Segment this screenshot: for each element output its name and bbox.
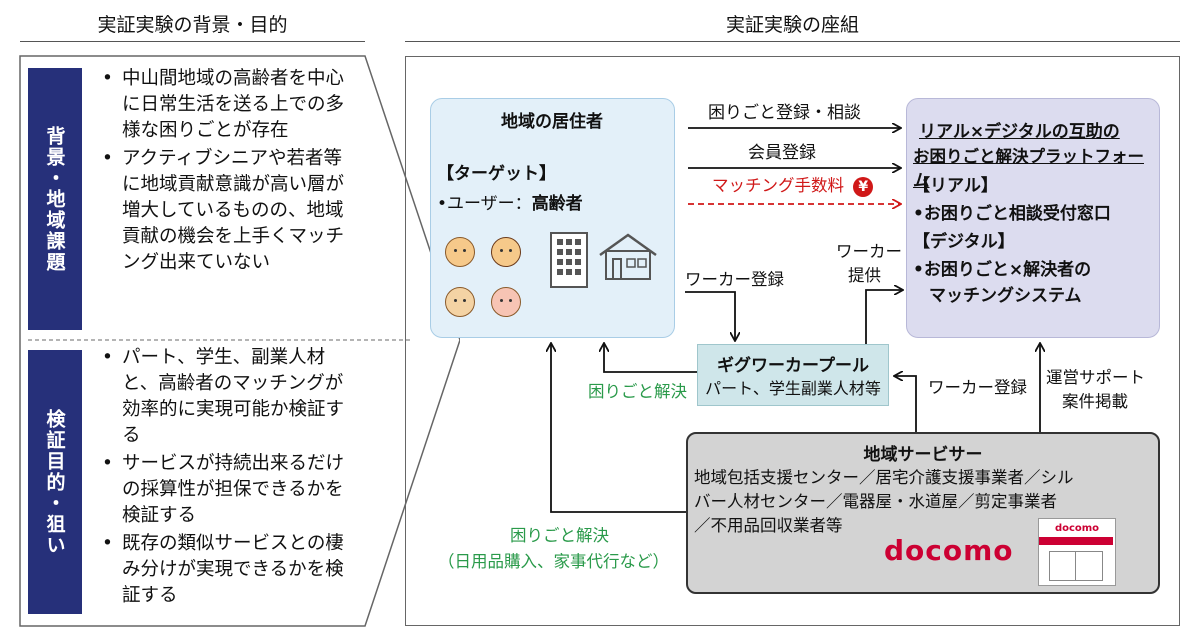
docomo-logo: docomo — [884, 534, 1014, 567]
yen-icon: ¥ — [853, 177, 874, 197]
worker-provide-arrow — [865, 290, 902, 344]
pool-solve-label: 困りごと解決 — [588, 382, 687, 401]
purpose-bullet: 既存の類似サービスとの棲み分けが実現できるかを検証する — [96, 531, 346, 609]
docomo-shop-door-divider — [1075, 551, 1076, 581]
purpose-bullets: パート、学生、副業人材と、高齢者のマッチングが効率的に実現可能か検証する サービ… — [96, 345, 346, 611]
left-heading-rule — [20, 41, 365, 42]
user-line: •ユーザー：高齢者 — [437, 189, 583, 214]
right-panel-frame — [405, 56, 1180, 626]
user-value: 高齢者 — [531, 194, 583, 214]
apartment-building-icon — [550, 232, 588, 288]
resident-box: 地域の居住者 【ターゲット】 •ユーザー：高齢者 — [430, 98, 675, 338]
worker-registration-right-label: ワーカー登録 — [928, 378, 1027, 397]
servicer-solve-label-2: （日用品購入、家事代行など） — [438, 552, 669, 571]
resident-title: 地域の居住者 — [501, 112, 603, 132]
fee-label: マッチング手数料 ¥ — [712, 172, 874, 197]
pool-subtitle: パート、学生副業人材等 — [705, 379, 881, 398]
purpose-bullet: パート、学生、副業人材と、高齢者のマッチングが効率的に実現可能か検証する — [96, 345, 346, 449]
ops-support-label-2: 案件掲載 — [1062, 392, 1128, 411]
servicer-title: 地域サービサー — [863, 445, 983, 465]
docomo-shop-icon: docomo — [1038, 518, 1116, 586]
user-label: •ユーザー： — [437, 194, 532, 214]
real-label: 【リアル】 — [913, 176, 998, 196]
docomo-shop-sign: docomo — [1054, 523, 1100, 534]
worker-registration-label: ワーカー登録 — [685, 270, 784, 289]
right-heading: 実証実験の座組 — [725, 14, 859, 36]
servicer-worker-arrow — [895, 376, 917, 432]
docomo-shop-door — [1049, 551, 1103, 581]
digital-label: 【デジタル】 — [913, 232, 1015, 252]
servicer-line-1: 地域包括支援センター／居宅介護支援事業者／シル — [694, 468, 1074, 487]
servicer-solve-label-1: 困りごと解決 — [510, 526, 609, 545]
pool-title: ギグワーカープール — [717, 356, 869, 376]
right-heading-rule — [405, 41, 1180, 42]
purpose-bullet: サービスが持続出来るだけの採算性が担保できるかを検証する — [96, 451, 346, 529]
servicer-solve-arrow — [551, 344, 686, 513]
fee-text: マッチング手数料 — [712, 176, 844, 195]
elderly-man-2-icon — [445, 287, 475, 317]
background-tab: 背景・地域課題 — [28, 68, 82, 330]
background-bullet: 中山間地域の高齢者を中心に日常生活を送る上での多様な困りごとが存在 — [96, 66, 346, 144]
target-label: 【ターゲット】 — [437, 164, 556, 184]
elderly-woman-2-icon — [491, 287, 521, 317]
pool-solve-arrow — [604, 344, 697, 373]
purpose-tab: 検証目的・狙い — [28, 350, 82, 614]
background-bullet: アクティブシニアや若者等に地域貢献意識が高い層が増大しているものの、地域貢献の機… — [96, 146, 346, 276]
digital-item-2: マッチングシステム — [929, 286, 1082, 306]
elderly-woman-icon — [491, 237, 521, 267]
local-servicer-box: 地域サービサー 地域包括支援センター／居宅介護支援事業者／シル バー人材センター… — [686, 432, 1160, 594]
left-heading: 実証実験の背景・目的 — [97, 14, 288, 36]
docomo-shop-awning — [1039, 537, 1113, 545]
platform-title-1: リアル×デジタルの互助の — [919, 122, 1120, 142]
servicer-line-2: バー人材センター／電器屋・水道屋／剪定事業者 — [694, 492, 1057, 511]
digital-item-1: •お困りごと×解決者の — [913, 260, 1092, 280]
platform-box: リアル×デジタルの互助の お困りごと解決プラットフォーム 【リアル】 •お困りご… — [906, 98, 1160, 338]
worker-registration-arrow — [685, 291, 735, 340]
member-label: 会員登録 — [748, 143, 816, 163]
background-bullets: 中山間地域の高齢者を中心に日常生活を送る上での多様な困りごとが存在 アクティブシ… — [96, 66, 346, 278]
real-item: •お困りごと相談受付窓口 — [913, 204, 1111, 224]
consult-label: 困りごと登録・相談 — [708, 103, 861, 123]
gig-worker-pool-box: ギグワーカープール パート、学生副業人材等 — [697, 344, 889, 406]
worker-provide-label-2: 提供 — [848, 266, 881, 285]
servicer-line-3: ／不用品回収業者等 — [694, 516, 843, 535]
platform-title-2: お困りごと解決プラットフォーム — [913, 147, 1144, 190]
ops-support-label-1: 運営サポート — [1046, 368, 1145, 387]
house-icon — [599, 233, 657, 280]
elderly-man-icon — [445, 237, 475, 267]
worker-provide-label-1: ワーカー — [836, 242, 902, 261]
